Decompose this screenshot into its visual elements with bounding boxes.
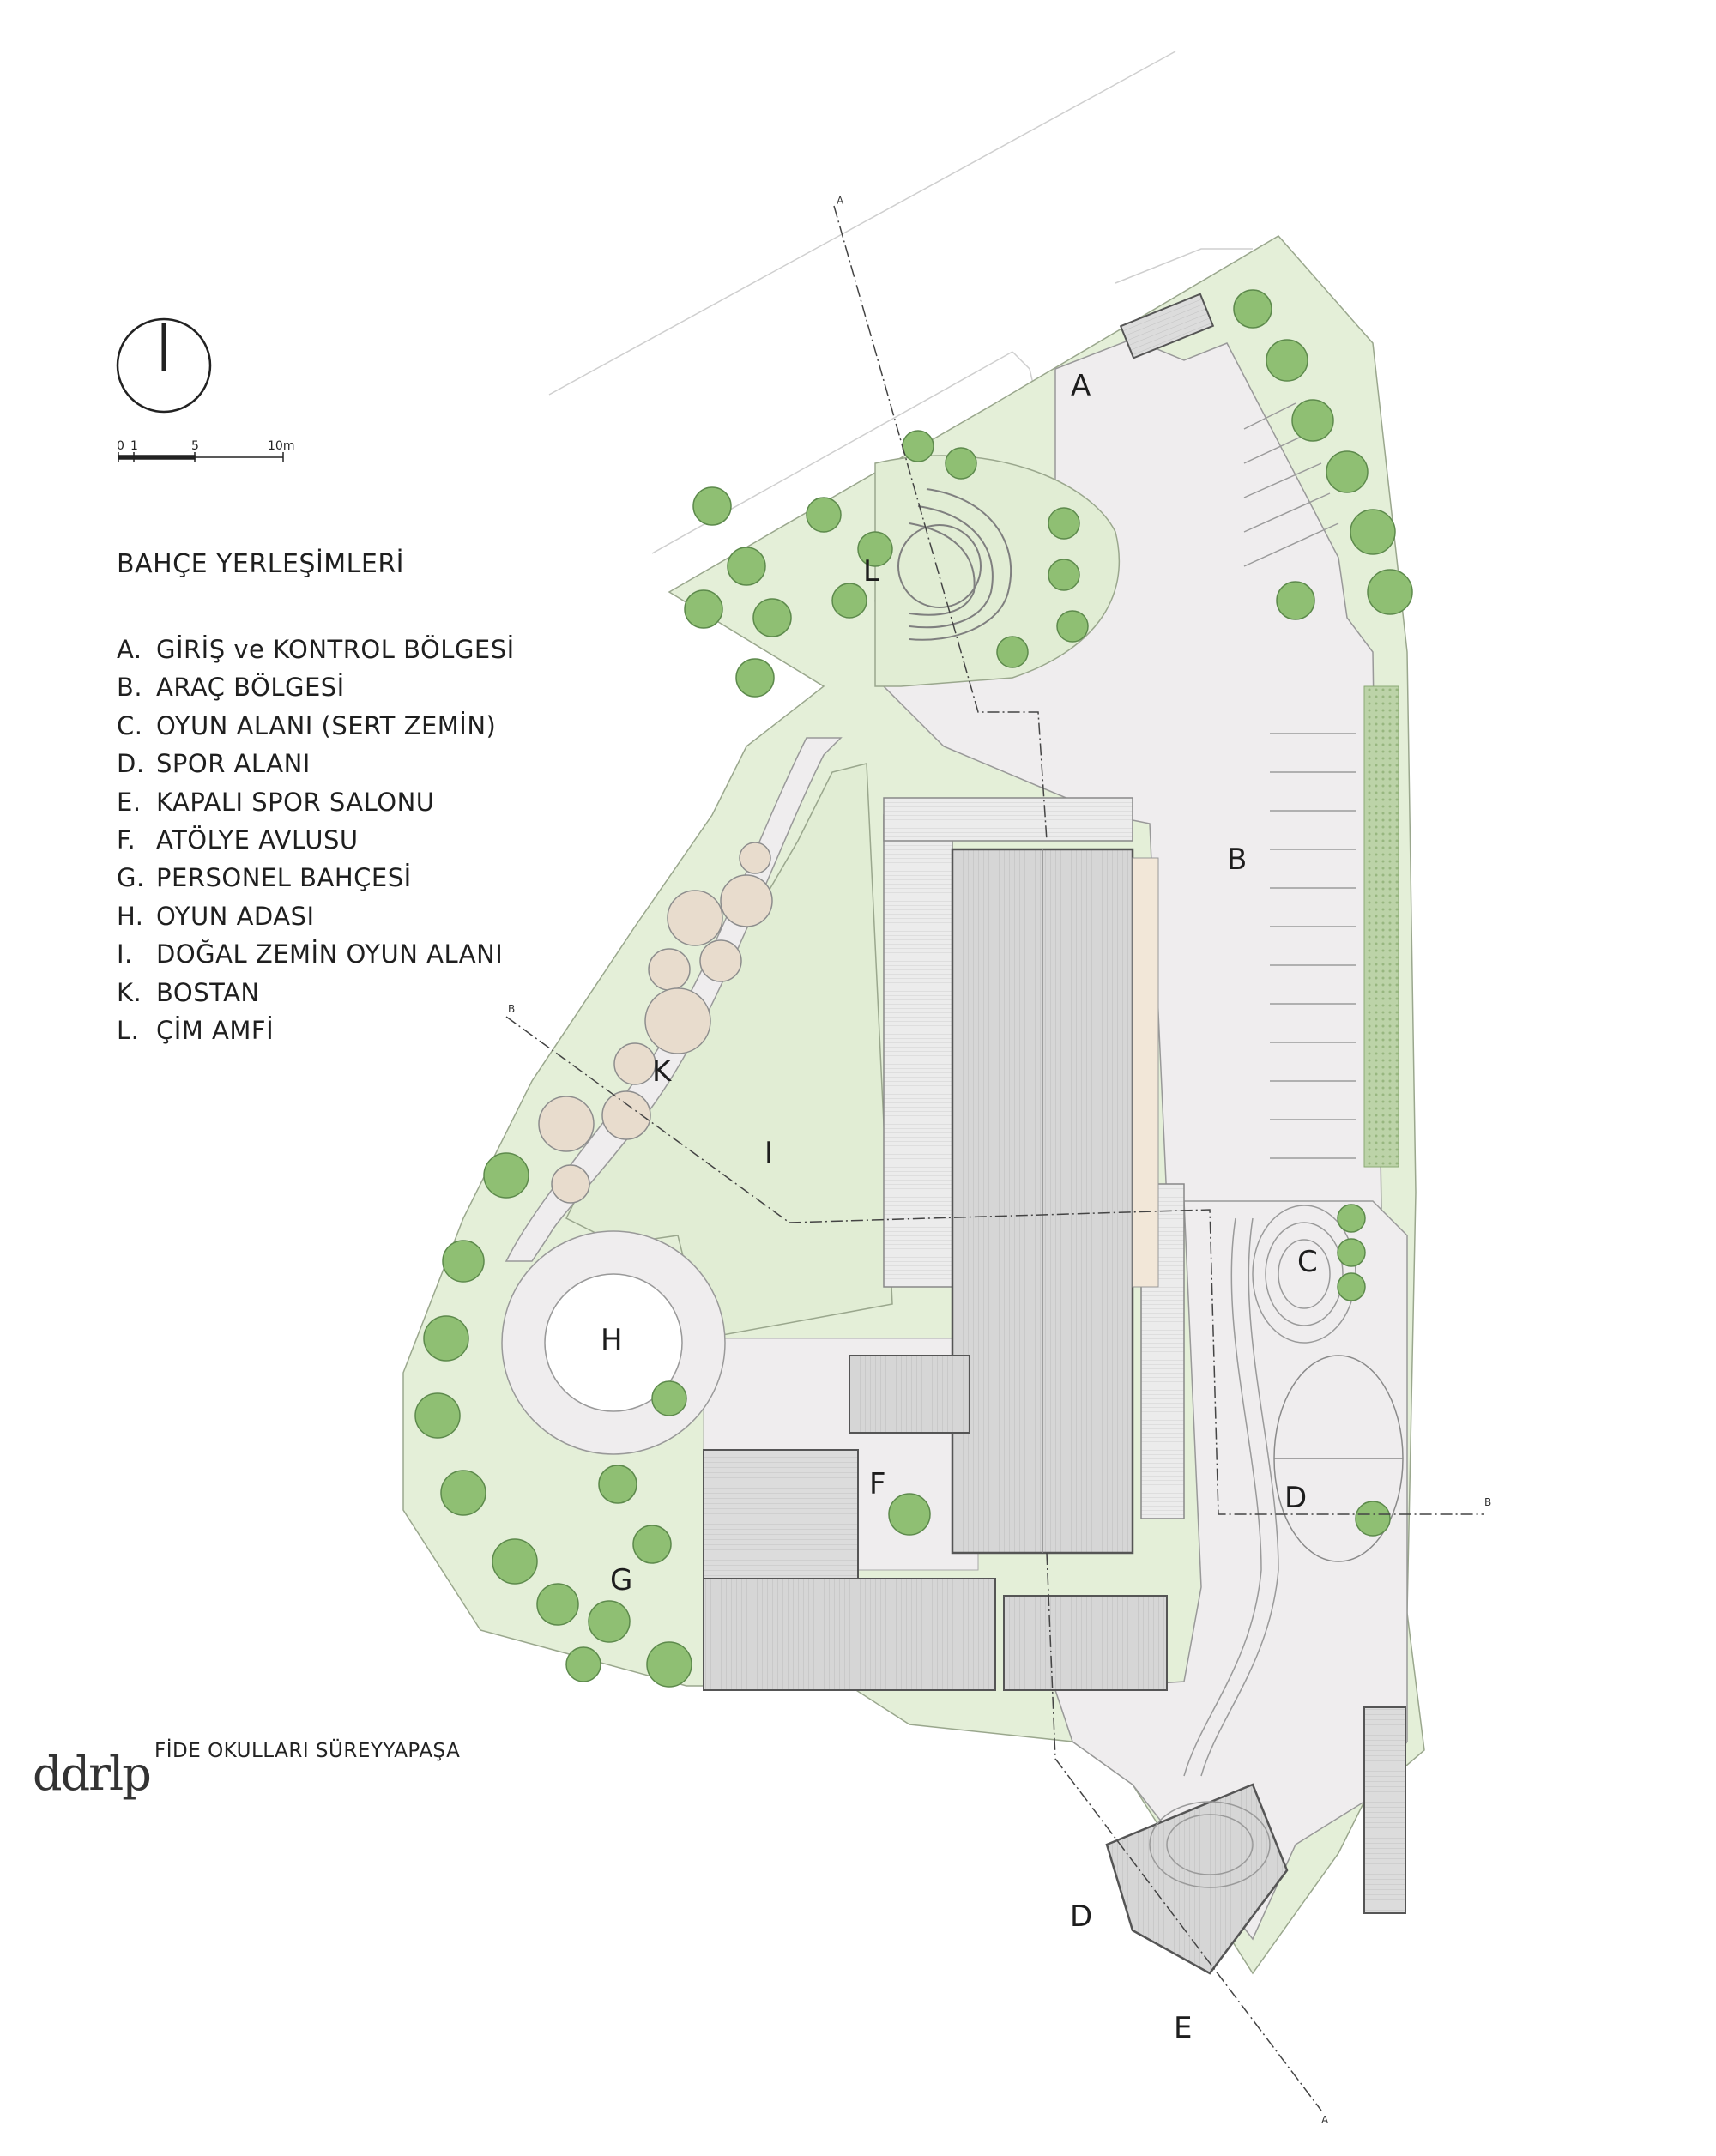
zone-label-b: B [1227,842,1247,877]
gatehouse [1119,293,1215,359]
legend-item: B.ARAÇ BÖLGESİ [117,673,345,703]
zone-label-k: K [652,1054,673,1089]
section-mark-b-right: B [1484,1496,1491,1508]
north-arrow [116,317,212,414]
zone-label-l: L [863,554,879,589]
legend-list: A.GİRİŞ ve KONTROL BÖLGESİ B.ARAÇ BÖLGES… [117,631,515,1049]
legend-item: K.BOSTAN [117,977,260,1007]
zone-label-a: A [1071,369,1091,403]
legend-title: BAHÇE YERLEŞİMLERİ [117,549,405,579]
play-island-h [544,1273,683,1412]
legend: BAHÇE YERLEŞİMLERİ A.GİRİŞ ve KONTROL BÖ… [117,549,515,1049]
legend-item: L.ÇİM AMFİ [117,1015,275,1045]
legend-item: H.OYUN ADASI [117,901,315,931]
legend-item: F.ATÖLYE AVLUSU [117,824,359,855]
scale-label-0: 0 [117,439,124,453]
legend-item: G.PERSONEL BAHÇESİ [117,863,412,893]
scale-label-1: 1 [130,439,138,453]
scale-label-5: 5 [191,439,199,453]
legend-item: E.KAPALI SPOR SALONU [117,787,435,817]
sports-bleacher [1363,1706,1406,1914]
zone-label-g: G [610,1563,632,1597]
legend-item: C.OYUN ALANI (SERT ZEMİN) [117,710,497,740]
zone-label-f: F [869,1467,886,1501]
legend-item: A.GİRİŞ ve KONTROL BÖLGESİ [117,635,515,664]
zone-label-c: C [1297,1245,1318,1279]
garden-beds [538,842,773,1204]
section-mark-a-bottom: A [1321,2114,1329,2126]
main-building [883,797,1185,1555]
scale-bar [118,452,284,462]
scale-label-10m: 10m [268,439,294,453]
legend-item: I.DOĞAL ZEMİN OYUN ALANI [117,939,504,969]
zone-label-e: E [1174,2011,1192,2045]
amphitheatre-steps [897,488,1012,641]
hedge-strip [1363,685,1399,1168]
zone-label-d-court: D [1284,1481,1307,1515]
zone-label-h: H [601,1323,623,1357]
section-lines [505,205,1484,2111]
play-loops [1149,1205,1356,1888]
annex-roofs [703,1355,1168,1691]
trees [414,289,1413,1688]
legend-item: D.SPOR ALANI [117,749,311,779]
section-mark-a-top: A [837,195,844,207]
zone-label-d-lower: D [1070,1899,1092,1934]
project-title: FİDE OKULLARI SÜREYYAPAŞA [154,1740,461,1762]
section-mark-b-left: B [508,1003,515,1015]
brand-logo: ddrlp [33,1747,152,1801]
parking-stalls [1243,402,1356,1159]
zone-label-i: I [764,1136,773,1170]
